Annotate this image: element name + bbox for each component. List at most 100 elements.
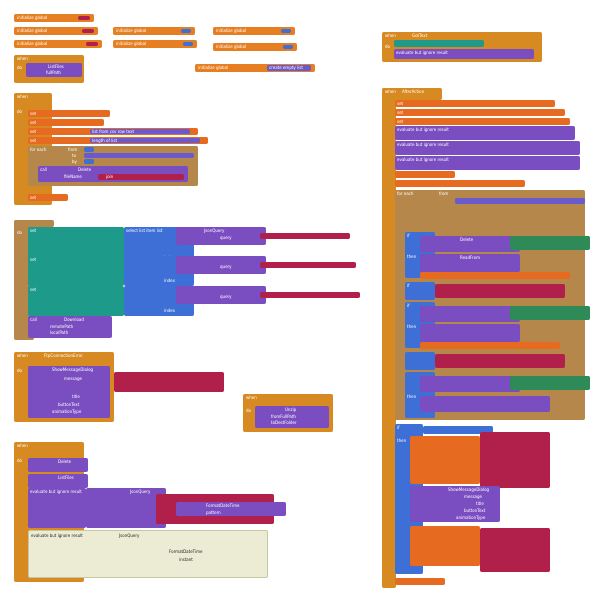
read-from-call[interactable] <box>420 324 520 342</box>
title-label: title <box>72 394 80 399</box>
set-block[interactable]: set <box>28 119 104 126</box>
global-init-1[interactable]: initialize global <box>14 14 94 22</box>
unzip-call[interactable]: Unzip fromFullPath toDestFolder <box>255 406 329 428</box>
evaluate-label: evaluate but ignore result <box>397 127 449 132</box>
procedure-header[interactable] <box>14 220 54 227</box>
json-query-call: query <box>176 286 266 304</box>
event-block-ftp-error[interactable]: when FtpConnectionError do ShowMessageDi… <box>14 352 114 422</box>
event-when-label: when <box>385 33 396 38</box>
global-init-4[interactable]: initialize global <box>113 27 195 35</box>
length-of-list-label: length of list <box>92 138 118 143</box>
read-from-call[interactable]: ReadFrom <box>420 254 520 272</box>
set-block[interactable]: set <box>395 109 565 116</box>
global-init-empty-list[interactable]: initialize global create empty list <box>195 64 315 72</box>
delete-label: Delete <box>58 459 72 464</box>
global-init-label: initialize global <box>216 44 247 49</box>
evaluate-label: evaluate but ignore result <box>396 50 448 55</box>
set-block[interactable] <box>410 526 480 566</box>
do-label: do <box>17 368 22 373</box>
event-block-after-action-3[interactable] <box>382 88 396 588</box>
and-block <box>423 426 493 434</box>
download-call[interactable]: call Download remotePath localPath <box>28 316 112 338</box>
list-files-call[interactable]: ListFiles fullPath <box>26 63 82 77</box>
set-block[interactable]: set <box>28 286 124 316</box>
set-label: set <box>30 120 37 125</box>
set-block[interactable] <box>420 272 570 279</box>
set-block[interactable] <box>394 40 484 47</box>
from-label: from <box>68 147 78 152</box>
full-path-label: fullPath <box>46 70 61 75</box>
evaluate-block[interactable]: evaluate but ignore result <box>394 49 534 59</box>
delete-call[interactable] <box>420 376 520 392</box>
set-block[interactable] <box>395 171 455 178</box>
number-value <box>84 147 94 152</box>
list-files-call[interactable]: ListFiles <box>28 474 88 488</box>
text-value <box>82 29 94 33</box>
set-block[interactable]: set <box>28 256 124 286</box>
set-block[interactable]: set <box>395 100 555 107</box>
set-block[interactable] <box>420 342 560 349</box>
event-when-label: when <box>17 443 28 448</box>
show-message-dialog-call[interactable]: ShowMessageDialog message title buttonTe… <box>28 366 110 418</box>
global-init-label: initialize global <box>116 28 147 33</box>
event-when-label: when <box>246 395 257 400</box>
compare-block <box>510 236 590 250</box>
if-block[interactable] <box>405 352 435 370</box>
for-each-label: for each <box>30 147 47 152</box>
global-init-5[interactable]: initialize global <box>113 40 197 48</box>
call-label: call <box>30 317 37 322</box>
global-init-label: initialize global <box>116 41 147 46</box>
then-label: then <box>407 254 417 259</box>
set-block[interactable]: set <box>28 194 68 201</box>
if-block[interactable]: if <box>405 282 435 300</box>
disabled-block[interactable]: evaluate but ignore result JsonQuery For… <box>28 530 268 578</box>
show-message-dialog-call[interactable]: ShowMessageDialog message title buttonTe… <box>410 486 500 522</box>
join-block <box>435 354 565 368</box>
delete-call[interactable] <box>420 306 520 322</box>
list-from-csv: list from csv row text <box>90 129 190 134</box>
event-when-label: when <box>17 353 28 358</box>
set-label: set <box>30 129 37 134</box>
global-init-2[interactable]: initialize global <box>14 27 98 35</box>
global-init-label: initialize global <box>198 65 229 70</box>
after-action-label: AfterAction <box>402 89 425 94</box>
title-label: title <box>476 501 484 506</box>
evaluate-block[interactable]: evaluate but ignore result <box>28 488 86 528</box>
global-init-7[interactable]: initialize global <box>213 43 297 51</box>
text-value <box>86 42 98 46</box>
event-block-got-text[interactable]: when GotText do evaluate but ignore resu… <box>382 32 542 62</box>
set-block[interactable] <box>395 180 525 187</box>
set-block[interactable]: set list from csv row text <box>28 128 198 135</box>
set-block[interactable] <box>395 578 445 585</box>
set-block[interactable]: set <box>28 110 110 117</box>
event-block-unzip[interactable]: when do Unzip fromFullPath toDestFolder <box>243 394 333 432</box>
evaluate-block[interactable]: evaluate but ignore result <box>395 126 575 140</box>
delete-call[interactable]: Delete <box>28 458 88 472</box>
set-label: set <box>397 110 404 115</box>
json-query-label: JsonQuery <box>130 489 151 494</box>
show-message-dialog-label: ShowMessageDialog <box>52 367 94 372</box>
delete-call[interactable]: call Delete fileName join <box>38 166 188 182</box>
set-block[interactable]: set length of list <box>28 137 208 144</box>
set-label: set <box>30 195 37 200</box>
for-each-loop[interactable]: for each from to by call Delete fileName… <box>28 146 198 186</box>
event-block-click[interactable]: when do ListFiles fullPath <box>14 55 84 83</box>
json-query-label: JsonQuery <box>204 228 225 233</box>
set-block[interactable]: set <box>395 118 570 125</box>
by-label: by <box>72 159 77 164</box>
do-label: do <box>17 230 22 235</box>
show-message-dialog-label: ShowMessageDialog <box>448 487 490 492</box>
set-label: set <box>397 119 404 124</box>
global-init-6[interactable]: initialize global <box>213 27 295 35</box>
evaluate-block[interactable]: evaluate but ignore result <box>395 156 580 170</box>
read-from-call[interactable] <box>420 396 550 412</box>
call-label: call <box>40 167 47 172</box>
delete-call[interactable]: Delete <box>420 236 520 252</box>
set-block[interactable] <box>410 436 480 484</box>
global-init-3[interactable]: initialize global <box>14 40 102 48</box>
event-header[interactable]: when AfterAction <box>382 88 442 100</box>
evaluate-block[interactable]: evaluate but ignore result <box>395 141 580 155</box>
